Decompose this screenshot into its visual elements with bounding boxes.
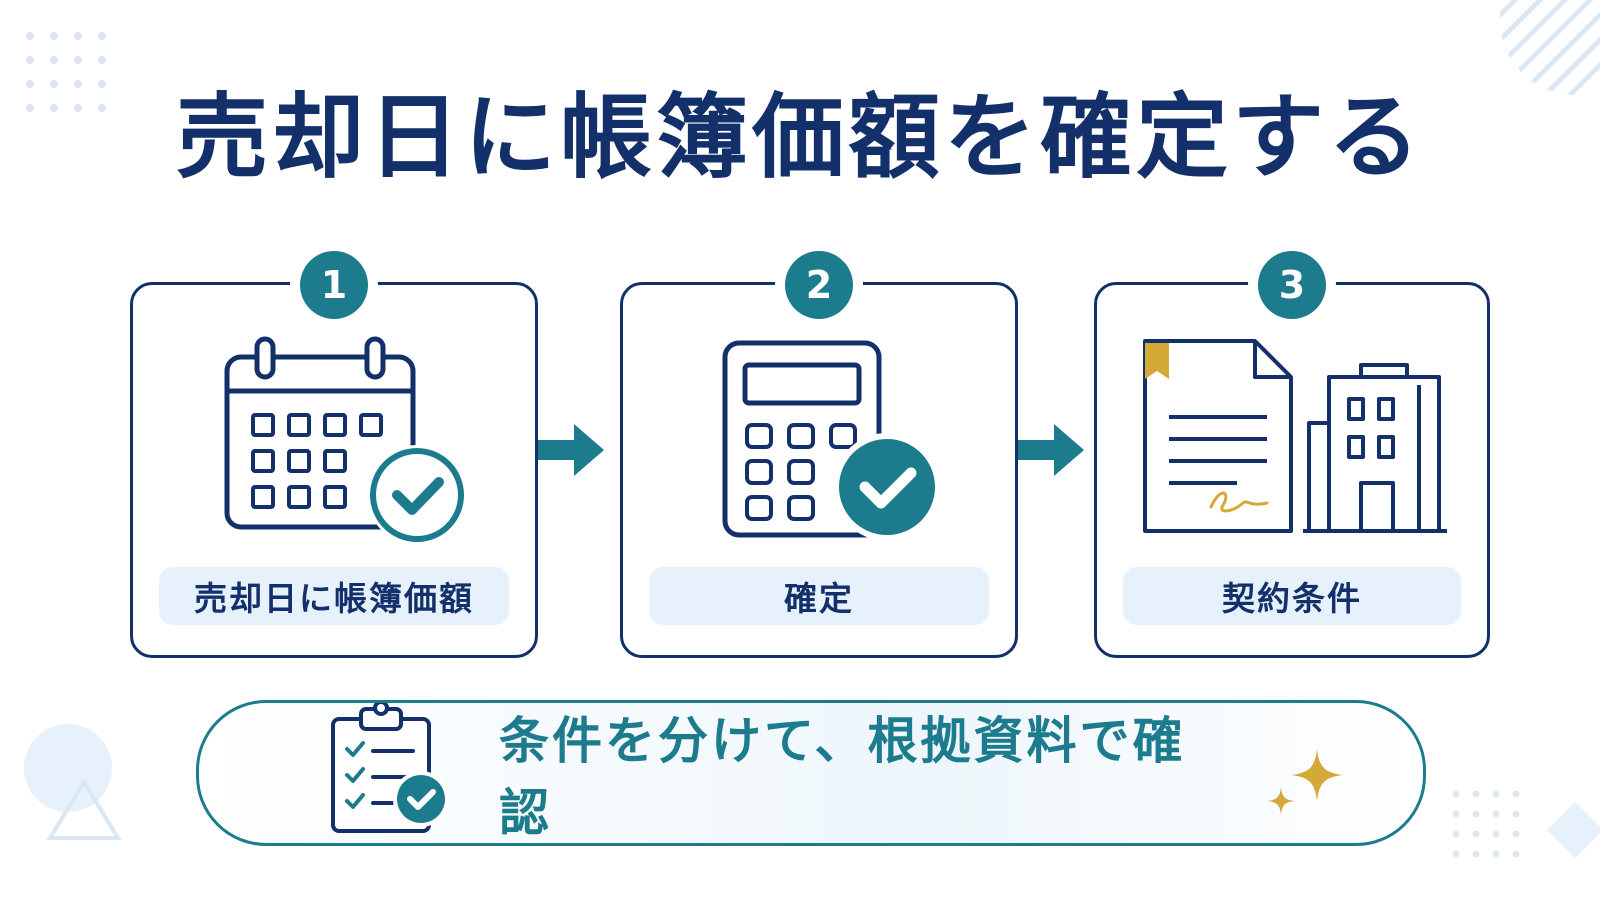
step-card-2: 2 確定 <box>620 251 1018 658</box>
step-label: 確定 <box>649 567 989 625</box>
stripe-circle-decoration <box>1500 0 1600 95</box>
sparkle-icon <box>1267 749 1343 815</box>
step-card-3: 3 契約条件 <box>1094 251 1490 658</box>
arrow-right-icon <box>538 424 604 476</box>
step-number-badge: 3 <box>1258 251 1326 319</box>
step-label: 契約条件 <box>1123 567 1461 625</box>
note-text: 条件を分けて、根拠資料で確認 <box>499 712 1186 842</box>
calendar-check-icon <box>224 336 467 545</box>
step-label: 売却日に帳簿価額 <box>159 567 509 625</box>
clipboard-checklist-icon <box>331 703 449 833</box>
note-banner: 条件を分けて、根拠資料で確認 <box>196 700 1426 846</box>
step-card-1: 1 売却日に帳簿価額 <box>130 251 538 658</box>
dot-grid-decoration <box>26 32 106 112</box>
circle-triangle-decoration <box>24 724 122 840</box>
contract-building-icon <box>1143 339 1447 533</box>
page-title: 売却日に帳簿価額を確定する <box>175 84 1424 191</box>
dot-grid-decoration-bottom <box>1452 790 1600 859</box>
arrow-right-icon <box>1018 424 1084 476</box>
step-number-badge: 2 <box>785 251 853 319</box>
calculator-check-icon <box>722 340 941 541</box>
step-number-badge: 1 <box>300 251 368 319</box>
